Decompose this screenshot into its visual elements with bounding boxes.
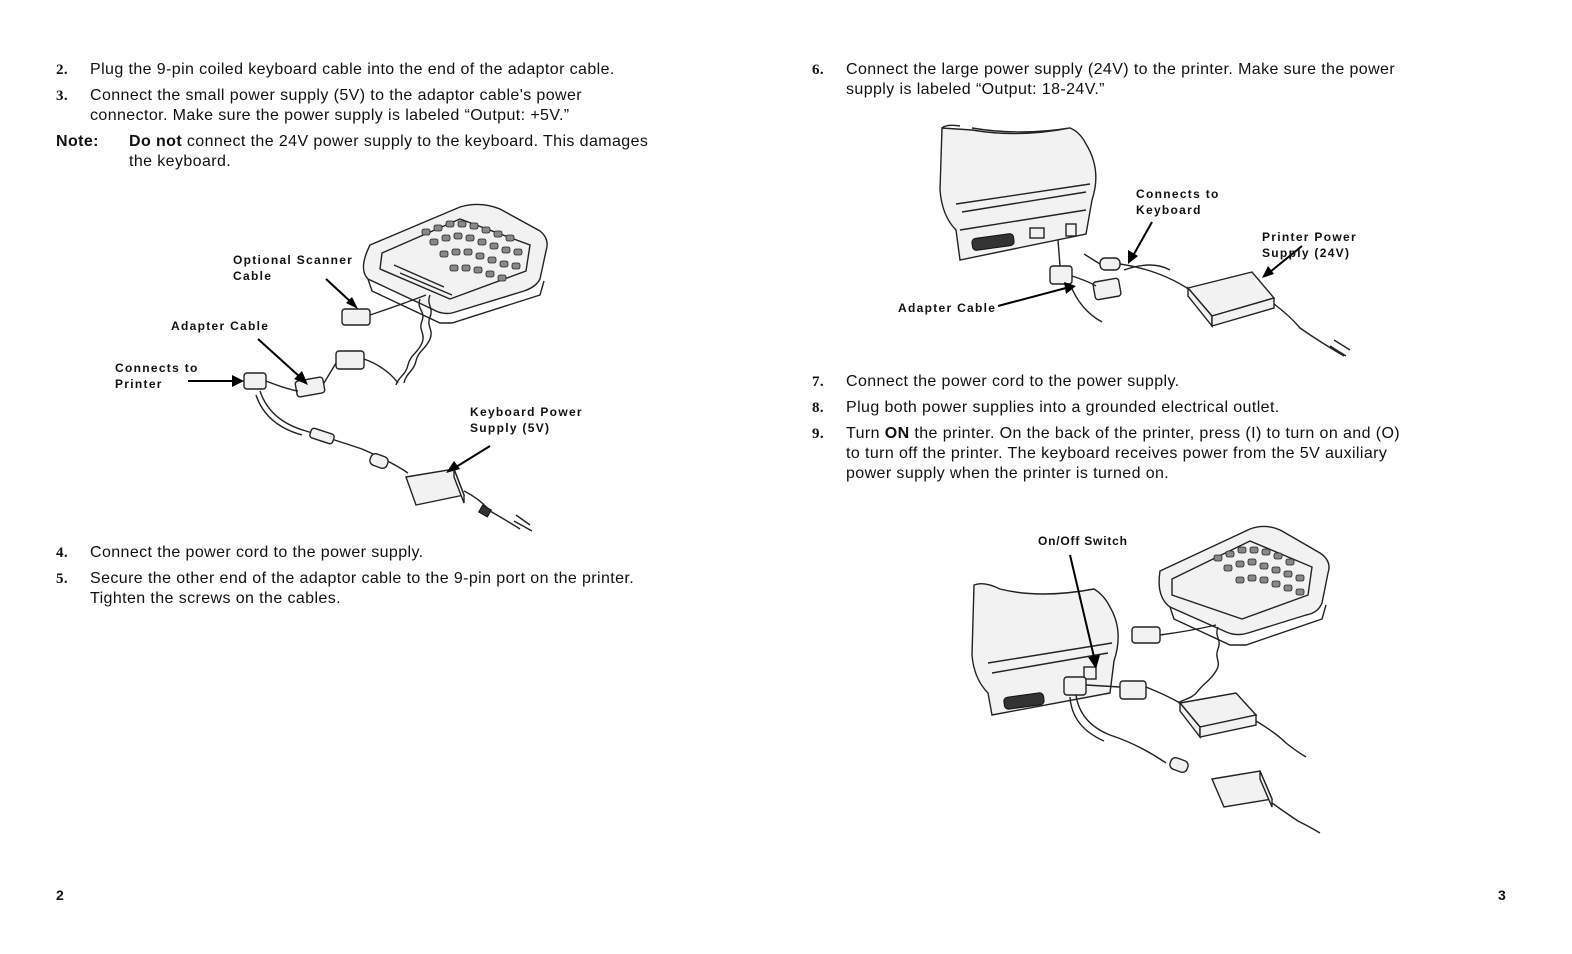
callout-line: Cable	[233, 269, 273, 283]
keyboard-connection-figure	[188, 203, 548, 532]
step-2: 2. Plug the 9-pin coiled keyboard cable …	[56, 60, 756, 80]
callout-line: Connects to	[1136, 187, 1220, 201]
keyboard-power-supply	[1211, 770, 1321, 834]
step-text: Plug the 9-pin coiled keyboard cable int…	[90, 61, 615, 78]
step-9: 9. Turn ON the printer. On the back of t…	[812, 424, 1532, 484]
step-text: Plug both power supplies into a grounded…	[846, 399, 1280, 416]
step-text-line2: connector. Make sure the power supply is…	[90, 107, 570, 124]
printer-illustration	[939, 124, 1097, 261]
step-number: 4.	[56, 545, 69, 561]
step-text: Connect the power cord to the power supp…	[846, 373, 1180, 390]
ferrite-bead	[1099, 257, 1121, 271]
coiled-cable	[395, 294, 432, 386]
callout-arrows	[1069, 554, 1100, 669]
step-pre: Turn	[846, 425, 885, 442]
step-number: 8.	[812, 400, 825, 416]
callout-line: Supply (5V)	[470, 421, 551, 435]
step-text-line3: power supply when the printer is turned …	[846, 465, 1170, 482]
printer-end-connector	[243, 372, 267, 390]
step-rest: the printer. On the back of the printer,…	[909, 425, 1401, 442]
printer-power-supply	[1186, 271, 1351, 357]
note-bold: Do not	[129, 133, 183, 150]
printer-power-supply	[1178, 692, 1307, 758]
step-text-line1: Secure the other end of the adaptor cabl…	[90, 570, 635, 587]
step-number: 6.	[812, 62, 825, 78]
scanner-connector	[341, 308, 371, 326]
step-bold: ON	[884, 425, 910, 442]
step-number: 5.	[56, 571, 69, 587]
step-text-line2: supply is labeled “Output: 18-24V.”	[846, 81, 1105, 98]
step-3: 3. Connect the small power supply (5V) t…	[56, 86, 756, 126]
keyboard-power-supply-label: Keyboard Power Supply (5V)	[470, 404, 583, 436]
callout-arrows	[188, 278, 491, 473]
adapter-cable-connector	[1049, 265, 1073, 285]
note: Note: Do not connect the 24V power suppl…	[56, 132, 756, 172]
callout-line: Optional Scanner	[233, 253, 354, 267]
ferrite-bead	[1169, 756, 1189, 774]
step-text-line1: Turn ON the printer. On the back of the …	[846, 424, 1400, 444]
keyboard-illustration	[1158, 525, 1330, 646]
keyboard-side-connector	[1092, 277, 1122, 301]
step-number: 2.	[56, 62, 69, 78]
step-4: 4. Connect the power cord to the power s…	[56, 543, 756, 563]
adapter-connector	[1063, 676, 1087, 696]
step-number: 3.	[56, 88, 69, 104]
callout-arrows	[997, 221, 1303, 307]
barrel-connector	[309, 427, 335, 445]
step-text-line2: Tighten the screws on the cables.	[90, 590, 341, 607]
printer-power-figure	[939, 124, 1351, 357]
full-setup-figure	[971, 525, 1330, 834]
callout-line: Printer	[115, 377, 163, 391]
callout-line: Keyboard	[1136, 203, 1202, 217]
connects-to-keyboard-label: Connects to Keyboard	[1136, 186, 1220, 218]
ferrite-bead	[369, 452, 389, 470]
printer-power-supply-label: Printer Power Supply (24V)	[1262, 229, 1357, 261]
step-text-line1: Connect the large power supply (24V) to …	[846, 61, 1396, 78]
step-7: 7. Connect the power cord to the power s…	[812, 372, 1532, 392]
note-text-line1: Do not connect the 24V power supply to t…	[129, 132, 648, 152]
adapter-cable-label: Adapter Cable	[171, 319, 270, 333]
keyboard-side-connector	[1119, 680, 1147, 700]
step-number: 7.	[812, 374, 825, 390]
keyboard-power-supply	[405, 468, 533, 532]
connects-to-printer-label: Connects to Printer	[115, 360, 199, 392]
note-text-line2: the keyboard.	[129, 153, 232, 170]
step-text-line2: to turn off the printer. The keyboard re…	[846, 445, 1388, 462]
note-label: Note:	[56, 133, 99, 150]
callout-line: Supply (24V)	[1262, 246, 1351, 260]
step-text-line1: Connect the small power supply (5V) to t…	[90, 87, 583, 104]
note-rest: connect the 24V power supply to the keyb…	[182, 133, 649, 150]
coiled-cable	[1177, 626, 1220, 704]
printer-illustration	[971, 582, 1119, 716]
callout-line: Connects to	[115, 361, 199, 375]
step-text: Connect the power cord to the power supp…	[90, 544, 424, 561]
step-5: 5. Secure the other end of the adaptor c…	[56, 569, 756, 609]
step-number: 9.	[812, 426, 825, 442]
on-off-switch-label: On/Off Switch	[1038, 534, 1128, 548]
nine-pin-connector	[335, 350, 365, 370]
callout-line: Printer Power	[1262, 230, 1357, 244]
adapter-cable-label: Adapter Cable	[898, 301, 997, 315]
page-number-right: 3	[1498, 887, 1506, 903]
step-6: 6. Connect the large power supply (24V) …	[812, 60, 1532, 100]
step-8: 8. Plug both power supplies into a groun…	[812, 398, 1532, 418]
callout-line: Keyboard Power	[470, 405, 583, 419]
scanner-connector	[1131, 626, 1161, 644]
optional-scanner-cable-label: Optional Scanner Cable	[233, 252, 353, 284]
keyboard-illustration	[362, 203, 548, 324]
page-number-left: 2	[56, 887, 64, 903]
